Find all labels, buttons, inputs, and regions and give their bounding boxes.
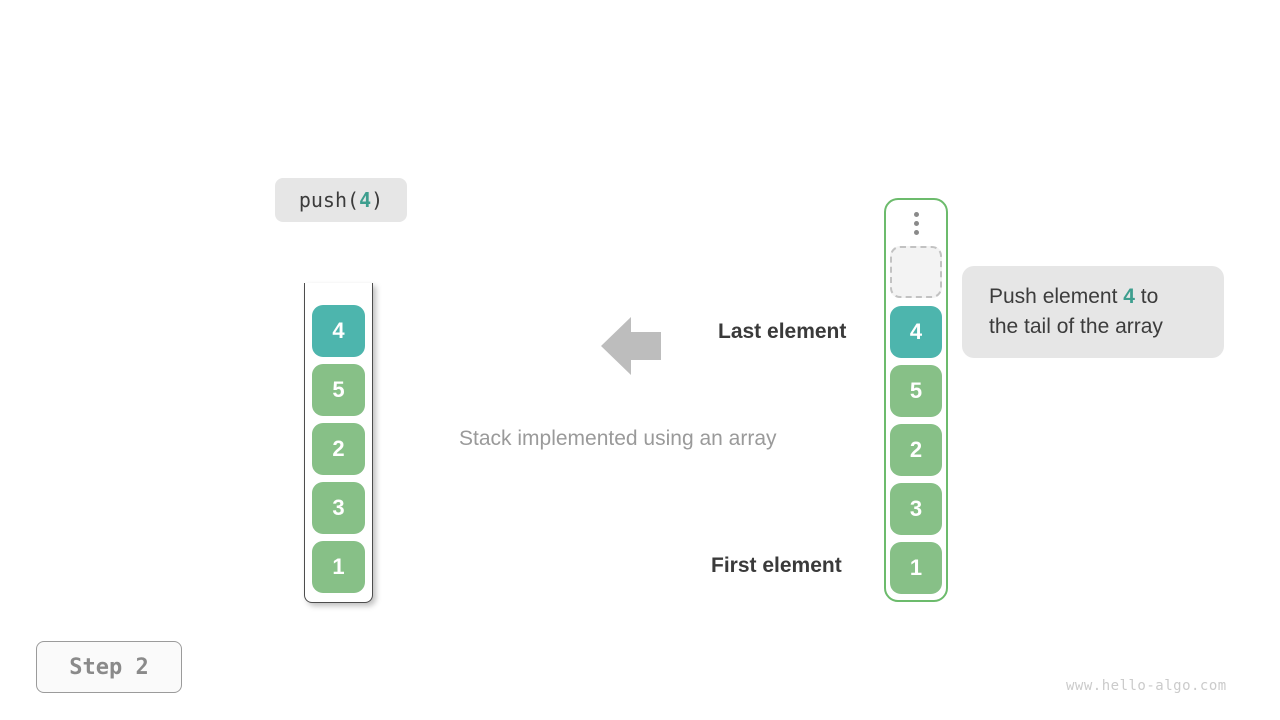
- stack-block: 4: [312, 305, 365, 357]
- last-element-label: Last element: [718, 320, 847, 343]
- array-block: 5: [890, 365, 942, 417]
- ellipsis-dot: [913, 212, 919, 217]
- ellipsis-dot: [913, 221, 919, 226]
- first-element-label: First element: [711, 554, 842, 577]
- stack-block: 1: [312, 541, 365, 593]
- array-block: 1: [890, 542, 942, 594]
- ellipsis-dot: [913, 230, 919, 235]
- annotation-bubble: Push element 4 to the tail of the array: [962, 266, 1224, 358]
- array-block: 4: [890, 306, 942, 358]
- stack-container-left: 4 5 2 3 1: [304, 283, 373, 603]
- annotation-text-pre: Push element: [989, 285, 1124, 308]
- stack-block: 2: [312, 423, 365, 475]
- annotation-text-post: to: [1134, 285, 1159, 308]
- watermark-url: www.hello-algo.com: [1066, 678, 1227, 694]
- push-operation-prefix: push(: [298, 188, 360, 212]
- arrow-left-icon: [601, 317, 661, 375]
- push-operation-argument: 4: [359, 188, 372, 212]
- array-block: 3: [890, 483, 942, 535]
- stack-caption: Stack implemented using an array: [459, 427, 777, 450]
- array-container-right: 4 5 2 3 1: [884, 198, 948, 602]
- push-operation-suffix: ): [371, 188, 384, 212]
- annotation-value: 4: [1123, 285, 1135, 308]
- push-operation-label: push(4): [275, 178, 407, 222]
- stack-block: 3: [312, 482, 365, 534]
- stack-block: 5: [312, 364, 365, 416]
- annotation-text-line2: the tail of the array: [989, 315, 1163, 338]
- empty-array-slot: [890, 246, 942, 298]
- array-block: 2: [890, 424, 942, 476]
- step-badge-label: Step 2: [69, 654, 149, 680]
- ellipsis-vertical-icon: [913, 212, 919, 235]
- step-badge: Step 2: [36, 641, 182, 693]
